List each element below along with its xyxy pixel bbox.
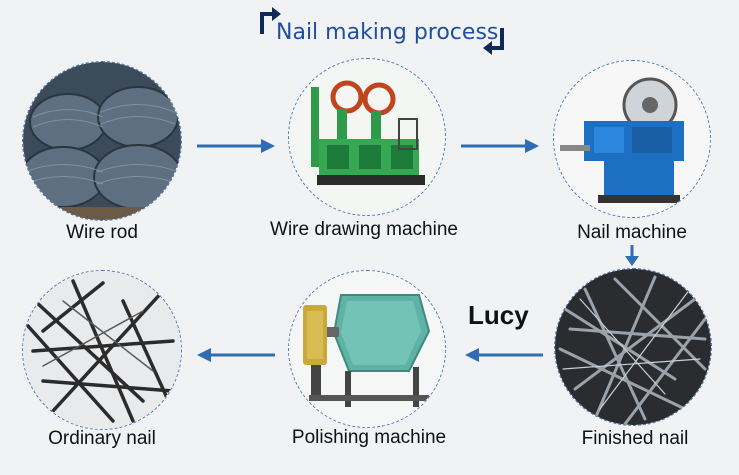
watermark-text: Lucy [468, 300, 529, 330]
ordinary-nail-image [22, 270, 182, 430]
nail-machine-image [553, 60, 711, 218]
arrow-left-icon [197, 348, 275, 362]
step-label-polishing-machine: Polishing machine [291, 427, 447, 448]
arrow-right-icon [461, 139, 539, 153]
polishing-machine-image [288, 270, 446, 428]
wire-rod-image [22, 61, 182, 221]
diagram-title: Nail making process [276, 20, 499, 45]
wire-drawing-machine-image [288, 58, 446, 216]
title-arrow-right-icon [483, 28, 504, 55]
arrow-right-icon [197, 139, 275, 153]
step-label-nail-machine: Nail machine [577, 222, 687, 243]
finished-nail-image [554, 268, 712, 426]
step-label-wire-rod: Wire rod [66, 222, 138, 243]
arrow-down-icon [625, 245, 639, 266]
step-label-finished-nail: Finished nail [581, 428, 689, 449]
arrow-left-icon [465, 348, 543, 362]
step-label-ordinary-nail: Ordinary nail [48, 428, 156, 449]
title-arrow-left-icon [260, 7, 281, 34]
title-block: Nail making process [256, 6, 516, 56]
step-label-wire-drawing-machine: Wire drawing machine [270, 219, 458, 240]
